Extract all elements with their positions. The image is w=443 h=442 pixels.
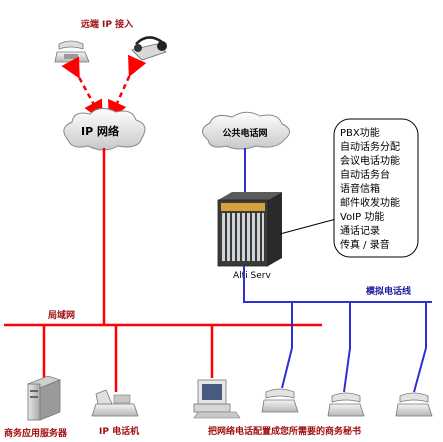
remote-headset-icon (131, 36, 167, 61)
analog-drop-2 (343, 302, 351, 393)
feature-item: 语音信箱 (340, 182, 380, 195)
pstn-label: 公共电话网 (222, 127, 267, 139)
feature-item: 传真 / 录音 (340, 238, 390, 251)
analog-line-label: 模拟电话线 (366, 285, 411, 297)
remote-ip-access-label: 远端 IP 接入 (81, 18, 133, 30)
features-callout-box (333, 118, 419, 258)
ip-network-cloud: IP 网络 (63, 108, 146, 151)
ip-network-label: IP 网络 (81, 124, 119, 138)
ip-phone-icon (91, 389, 139, 417)
analog-phone-3-icon (395, 392, 433, 417)
computer-icon (193, 379, 241, 419)
remote-phone-icon (54, 40, 90, 63)
ip-phone-label: IP 电话机 (99, 425, 139, 437)
analog-line-trunk (243, 266, 432, 303)
feature-item: 邮件收发功能 (340, 196, 400, 209)
remote-link-right-arrow (108, 54, 147, 122)
analog-drop-3 (413, 302, 427, 393)
lan-label: 局域网 (48, 309, 75, 321)
feature-item: 自动话务分配 (340, 140, 400, 153)
analog-phone-1-icon (261, 388, 299, 413)
feature-item: 自动话务台 (340, 168, 390, 181)
pstn-cloud: 公共电话网 (202, 111, 290, 150)
analog-phone-2-icon (327, 392, 365, 417)
feature-item: 通话记录 (340, 225, 380, 237)
bottom-caption: 把网络电话配置成您所需要的商务秘书 (208, 425, 361, 437)
callout-pointer-line (279, 218, 337, 235)
remote-link-left-arrow (61, 56, 103, 121)
features-list: PBX功能 自动话务分配 会议电话功能 自动话务台 语音信箱 邮件收发功能 Vo… (340, 126, 400, 251)
analog-drop-1 (281, 302, 293, 389)
altiserv-label: Alti Serv (233, 271, 271, 281)
feature-item: 会议电话功能 (340, 154, 400, 167)
feature-item: VoIP 功能 (340, 210, 384, 223)
business-server-icon (26, 375, 62, 421)
business-server-label: 商务应用服务器 (4, 427, 68, 439)
altiserv-chassis (217, 192, 282, 267)
feature-item: PBX功能 (340, 126, 380, 139)
